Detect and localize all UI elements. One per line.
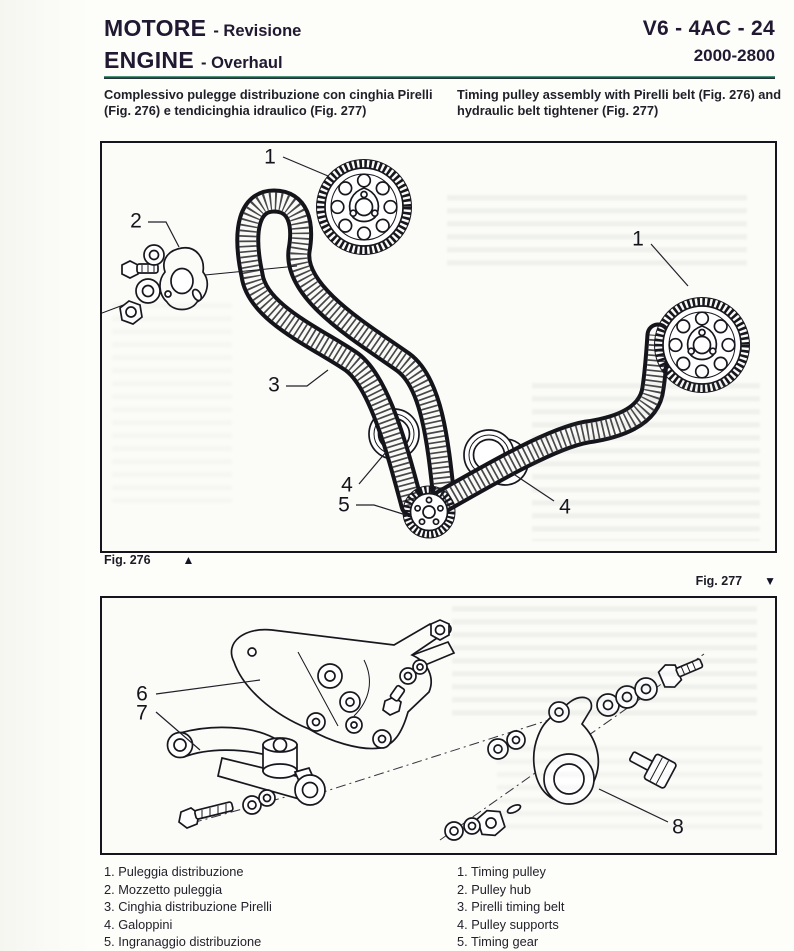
- callout-5: 5: [338, 494, 350, 517]
- title-italian: MOTORE - Revisione: [104, 14, 301, 46]
- title-english: ENGINE - Overhaul: [104, 46, 301, 78]
- fig276-label: Fig. 276: [104, 553, 151, 567]
- legend-item: 5. Timing gear: [457, 934, 539, 950]
- callout-3: 3: [268, 374, 280, 397]
- bolt-and-washers: [382, 659, 428, 716]
- nut: [430, 619, 450, 641]
- legend-item: 3. Cinghia distribuzione Pirelli: [104, 899, 272, 915]
- fig277-label: Fig. 277: [695, 574, 743, 588]
- fig277-callouts: 6 7 8: [136, 679, 684, 839]
- tightener-support-bracket: [230, 622, 456, 750]
- legend-item: 1. Puleggia distribuzione: [104, 864, 244, 879]
- callout-1-right: 1: [632, 228, 644, 251]
- callout-6: 6: [136, 683, 148, 706]
- pulley-hub-assembly: [102, 244, 298, 325]
- fig277-caption: Fig. 277 ▼: [696, 574, 776, 588]
- legend-english: 1. Timing pulley 2. Pulley hub 3. Pirell…: [457, 863, 564, 951]
- title-it-main: MOTORE: [104, 15, 207, 41]
- legend-italian: 1. Puleggia distribuzione 2. Mozzetto pu…: [104, 863, 272, 951]
- header-title-block: MOTORE - Revisione ENGINE - Overhaul: [104, 14, 301, 78]
- callout-1-top: 1: [264, 146, 276, 169]
- callout-4-right: 4: [559, 496, 571, 519]
- legend-item: 3. Pirelli timing belt: [457, 899, 565, 915]
- title-it-sub: - Revisione: [213, 22, 302, 40]
- fig276-drawing: 1 2 3 4 5 4 1: [102, 146, 775, 551]
- intro-english: Timing pulley assembly with Pirelli belt…: [457, 87, 782, 118]
- timing-gear: [403, 486, 455, 538]
- pulley-support-bracket: [444, 658, 704, 841]
- section-code: V6 - 4AC - 24: [642, 17, 775, 40]
- triangle-down-icon: ▼: [764, 574, 776, 588]
- timing-pulley-right: [655, 298, 750, 393]
- title-en-main: ENGINE: [104, 47, 194, 73]
- legend-item: 4. Galoppini: [104, 916, 173, 932]
- legend-item: 2. Pulley hub: [457, 881, 531, 897]
- section-code-block: V6 - 4AC - 24 2000-2800: [643, 14, 775, 68]
- callout-4-left: 4: [341, 474, 353, 497]
- timing-belt: [235, 188, 671, 518]
- hydraulic-tensioner: [166, 726, 326, 829]
- title-en-sub: - Overhaul: [200, 54, 283, 72]
- legend-item: 2. Mozzetto puleggia: [104, 881, 223, 897]
- timing-pulley-top: [317, 160, 412, 255]
- intro-italian: Complessivo pulegge distribuzione con ci…: [104, 87, 433, 118]
- legend-item: 5. Ingranaggio distribuzione: [104, 934, 262, 950]
- callout-7: 7: [136, 702, 148, 725]
- fig277-drawing: 6 7 8: [136, 619, 705, 841]
- hex-plug: [476, 809, 506, 837]
- figure-276-frame: 1 2 3 4 5 4 1: [100, 141, 777, 553]
- legend-item: 1. Timing pulley: [457, 864, 546, 879]
- legend-item: 4. Pulley supports: [457, 916, 559, 932]
- engine-displacement: 2000-2800: [693, 46, 775, 65]
- tensioner-plug: [629, 751, 677, 789]
- callout-8: 8: [672, 816, 684, 839]
- fig276-callouts: 1 2 3 4 5 4 1: [130, 146, 689, 519]
- fig276-caption: Fig. 276 ▲: [104, 553, 194, 567]
- triangle-up-icon: ▲: [182, 553, 195, 567]
- header-divider: [104, 76, 775, 79]
- figure-277-frame: 6 7 8: [100, 596, 777, 855]
- callout-2: 2: [130, 210, 142, 233]
